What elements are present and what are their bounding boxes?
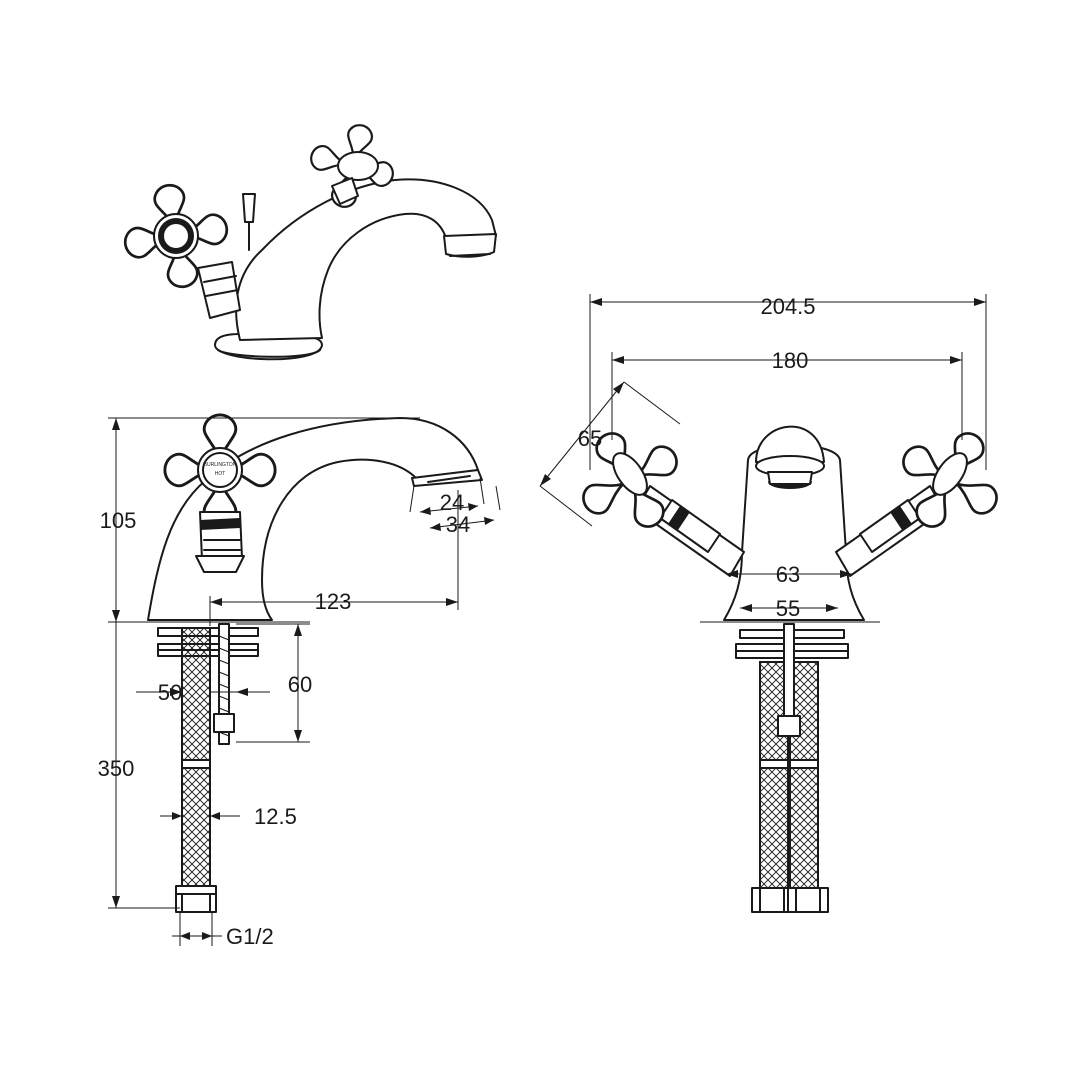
dim-deck-thickness: 60 xyxy=(288,672,312,697)
dim-connector: G1/2 xyxy=(226,924,274,949)
dim-hose-length: 350 xyxy=(98,756,135,781)
dimension-lines xyxy=(108,294,987,946)
dim-base-outer: 63 xyxy=(776,562,800,587)
dim-spout-reach: 123 xyxy=(315,589,352,614)
dim-hose-diameter: 12.5 xyxy=(254,804,297,829)
dim-overall-width: 204.5 xyxy=(760,294,815,319)
side-view: BURLINGTON HOT xyxy=(108,413,483,913)
dim-handle-span: 65 xyxy=(578,426,602,451)
dim-height: 105 xyxy=(100,508,137,533)
handle-hot-text: HOT xyxy=(215,471,226,477)
dimension-labels: 204.5 180 65 24 34 105 123 63 55 60 50 3… xyxy=(98,294,816,949)
dim-outlet-inner: 24 xyxy=(440,490,464,515)
perspective-view xyxy=(115,113,497,361)
front-view xyxy=(558,408,1022,913)
dim-fixing-hole: 50 xyxy=(158,680,182,705)
dim-handle-centres: 180 xyxy=(772,348,809,373)
handle-brand-text: BURLINGTON xyxy=(204,462,237,468)
dim-base-inner: 55 xyxy=(776,596,800,621)
dim-outlet-outer: 34 xyxy=(446,512,470,537)
